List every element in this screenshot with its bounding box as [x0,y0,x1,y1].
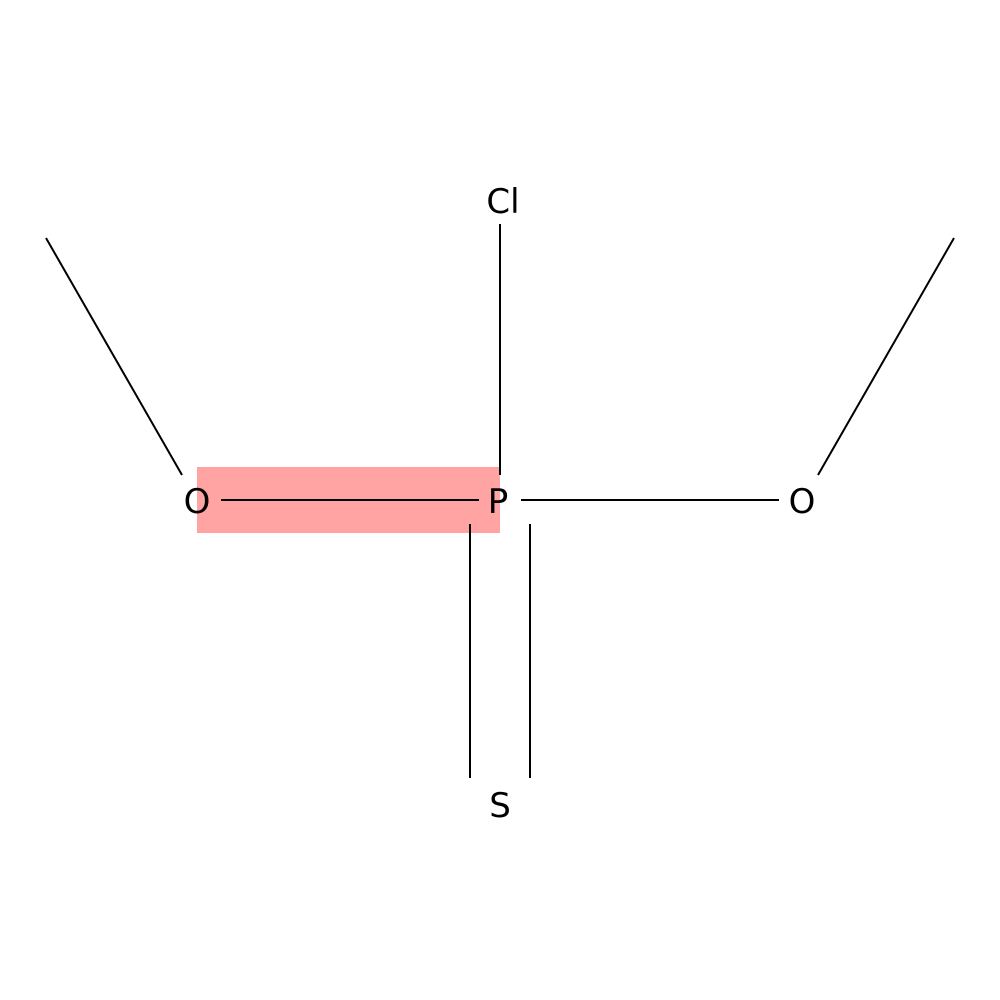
atom-oxygen-left: O [184,482,211,522]
bond-left-methyl-oxygen [45,237,183,476]
bond-right-oxygen-methyl [817,237,955,476]
atom-chlorine: Cl [486,182,519,222]
atom-sulfur: S [489,786,511,826]
atom-oxygen-right: O [789,482,816,522]
atom-phosphorus: P [488,482,509,522]
